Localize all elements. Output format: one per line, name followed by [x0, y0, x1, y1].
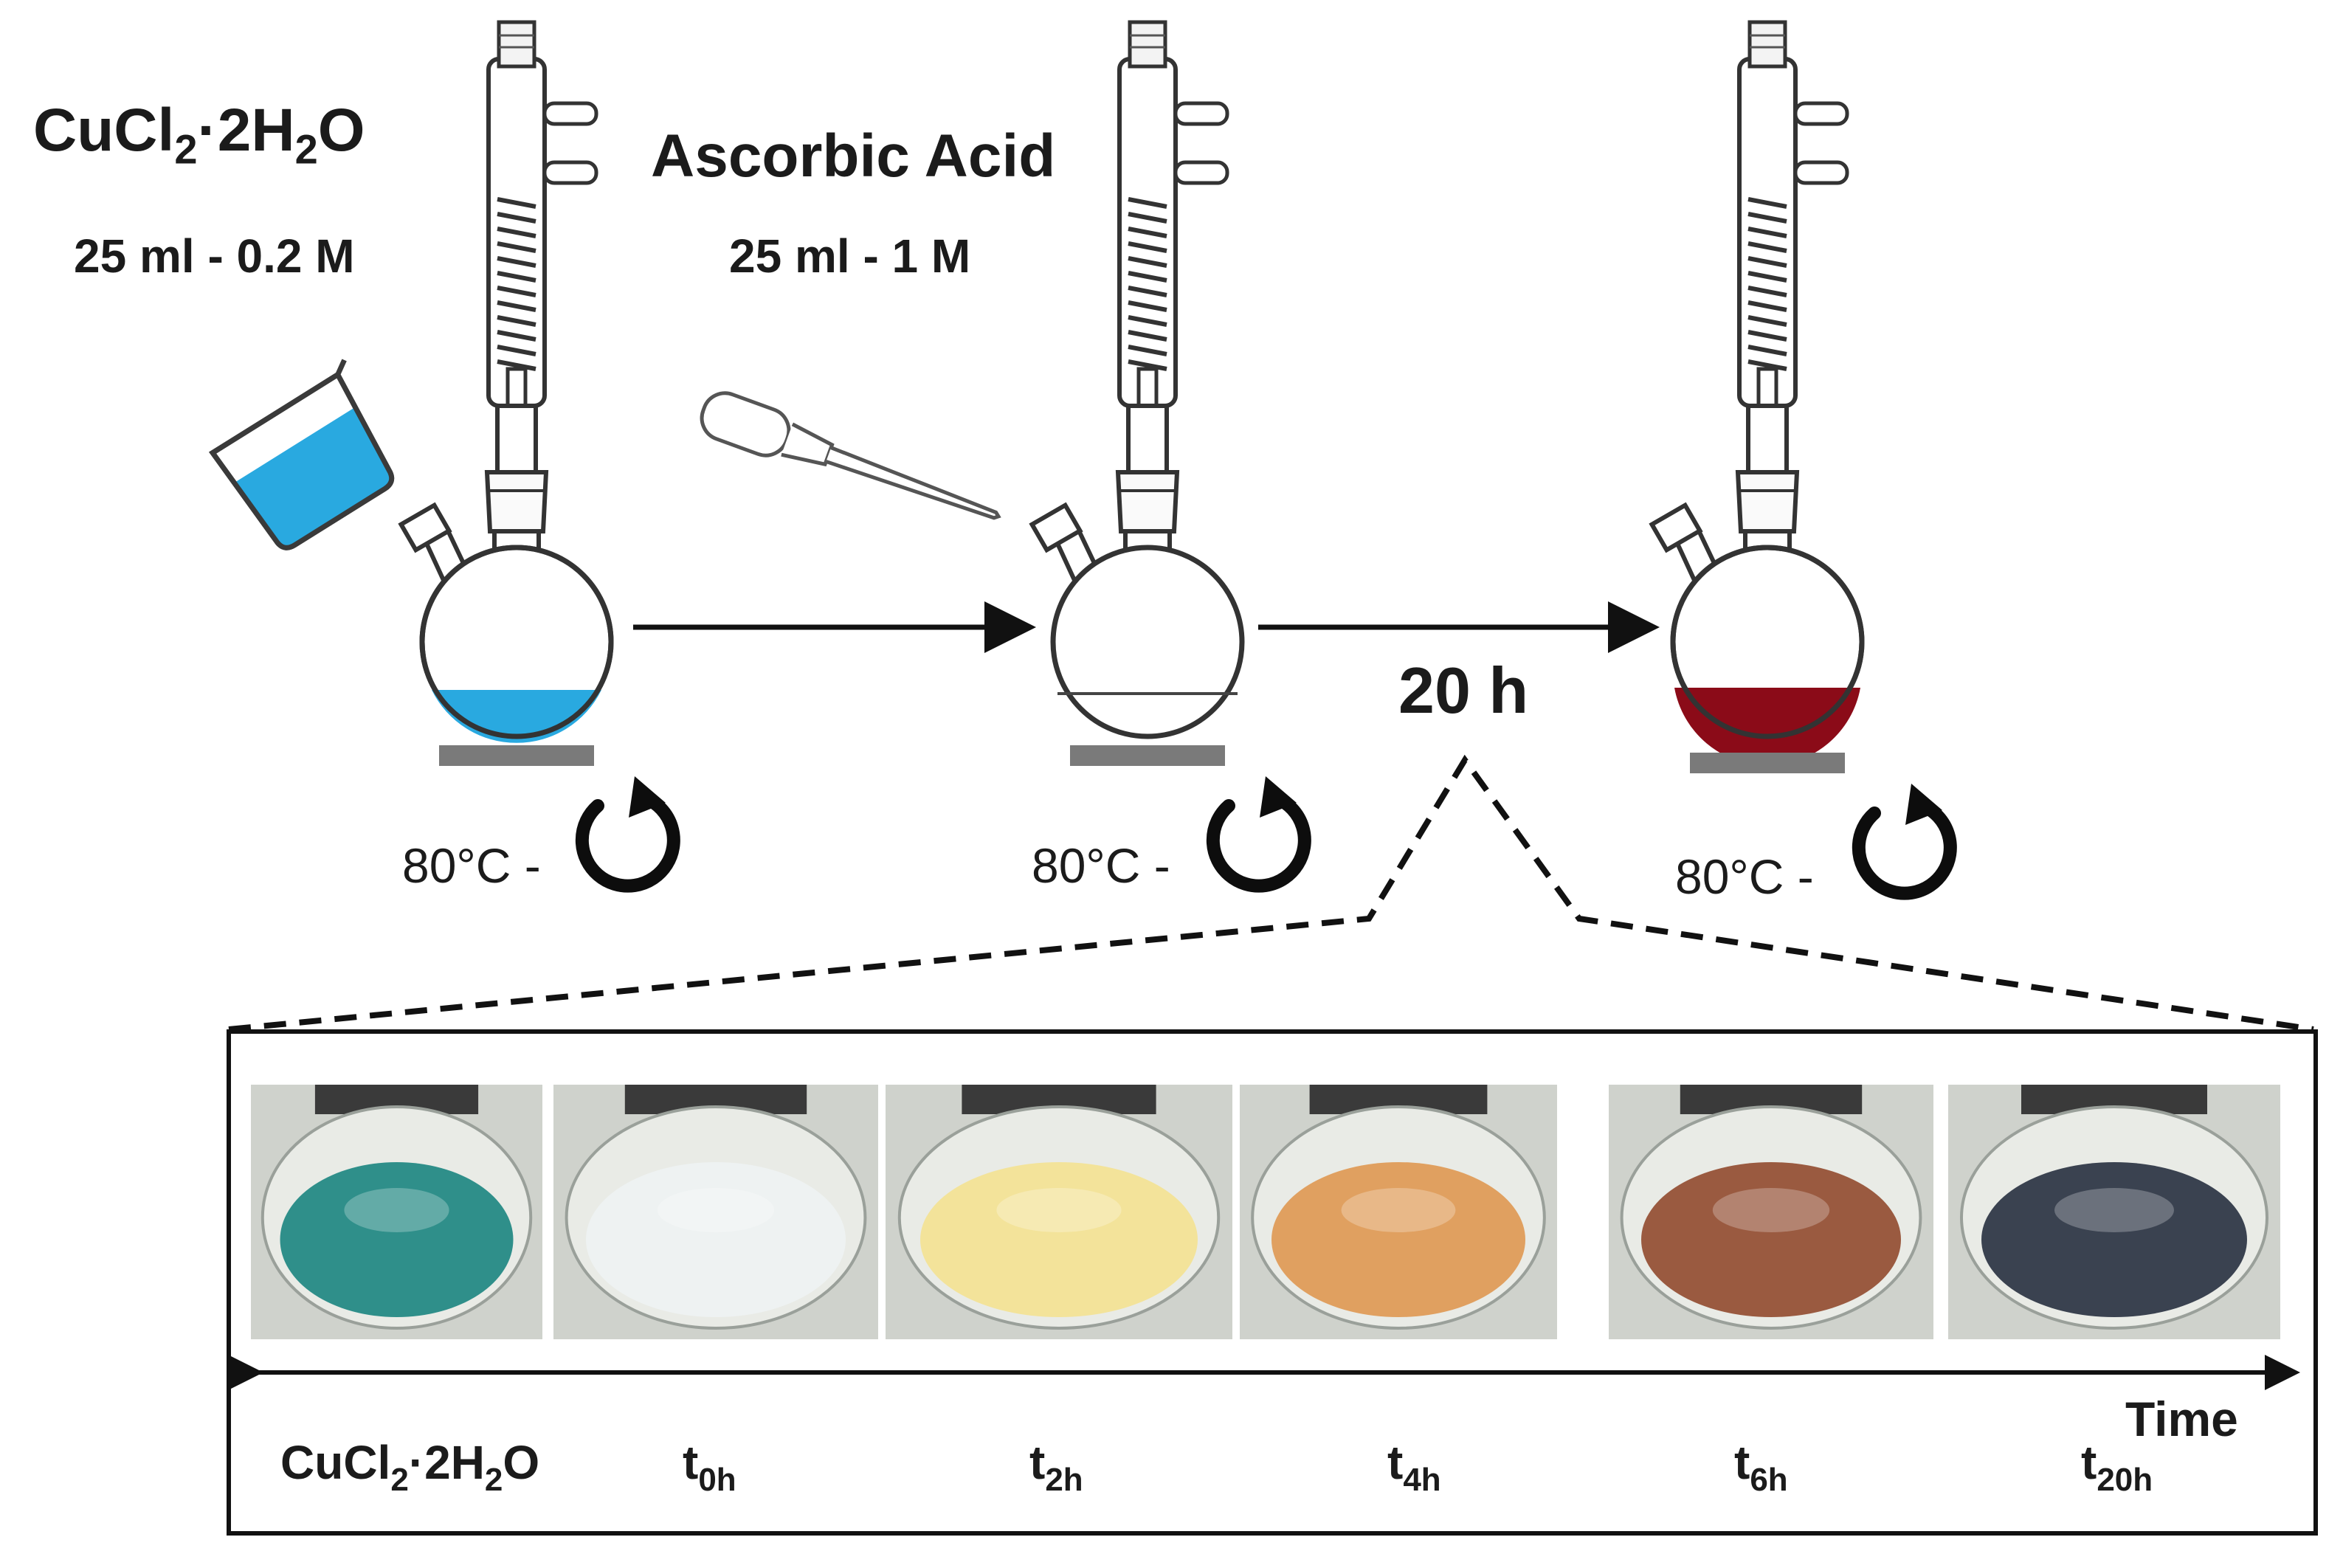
rotate-arrow-icon	[1213, 776, 1305, 886]
timeline-label: t4h	[1387, 1436, 1441, 1498]
sample-photo	[1948, 1085, 2280, 1339]
photo-strip	[251, 1085, 2280, 1339]
sample-photo	[1609, 1085, 1933, 1339]
reflux-flask-icon	[401, 22, 614, 743]
timeline-label: t0h	[683, 1436, 736, 1498]
reflux-flask-icon	[1032, 22, 1242, 736]
reagent-2-name: Ascorbic Acid	[651, 122, 1056, 190]
timeline-label: t6h	[1734, 1436, 1788, 1498]
time-axis-label: Time	[2125, 1392, 2238, 1446]
reagent-1-name: CuCl2·2H2O	[33, 97, 365, 173]
zoom-callout-lines	[228, 754, 2314, 1032]
reagent-2-concentration: 25 ml - 1 M	[729, 229, 971, 283]
timeline-label: t20h	[2081, 1436, 2153, 1498]
rotate-arrow-icon	[1859, 784, 1950, 894]
sample-photo	[886, 1085, 1232, 1339]
rotate-arrow-icon	[582, 776, 674, 886]
step-3-temperature: 80°C -	[1675, 849, 1814, 904]
hot-plate	[1690, 753, 1845, 773]
step-1-temperature: 80°C -	[402, 838, 541, 893]
sample-photo	[1240, 1085, 1557, 1339]
sample-photo	[553, 1085, 878, 1339]
timeline-label: CuCl2·2H2O	[280, 1436, 540, 1498]
hot-plate	[439, 745, 594, 766]
timeline-label: t2h	[1029, 1436, 1083, 1498]
sample-photo	[251, 1085, 542, 1339]
reaction-duration: 20 h	[1398, 654, 1529, 727]
reagent-1-concentration: 25 ml - 0.2 M	[74, 229, 355, 283]
beaker-icon	[209, 359, 395, 550]
pipette-icon	[700, 391, 1001, 520]
step-2-temperature: 80°C -	[1032, 838, 1170, 893]
hot-plate	[1070, 745, 1225, 766]
reflux-flask-icon	[1652, 22, 1865, 766]
